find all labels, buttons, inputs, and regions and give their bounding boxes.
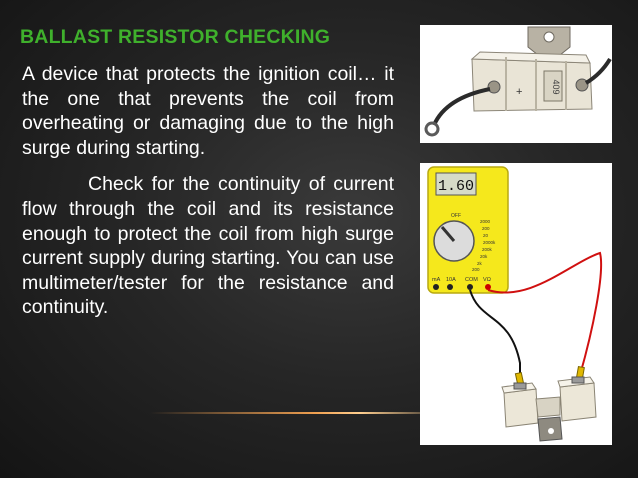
red-test-lead (487, 251, 603, 376)
port-label-com: COM (465, 277, 478, 283)
port-label-ma: mA (432, 277, 441, 283)
com-port (467, 284, 473, 290)
dial-label: 2k (477, 261, 483, 266)
v-ohm-port (485, 284, 491, 290)
meter-display-value: 1.60 (438, 178, 474, 195)
port-label-v-ohm: VΩ (483, 277, 491, 283)
multimeter-test-illustration: 1.60 OFF 2000 200 20 2000k 200k 20k 2k 2… (420, 163, 612, 445)
dial-label-off: OFF (451, 213, 461, 219)
paragraph-description: A device that protects the ignition coil… (22, 63, 394, 159)
resistor-label: 409 (551, 79, 561, 94)
ballast-resistor-photo: 409 + (420, 25, 612, 143)
slide-title: BALLAST RESISTOR CHECKING (20, 26, 331, 48)
dial-label: 20 (483, 233, 489, 238)
decorative-glow-line (150, 412, 450, 414)
slide-body: A device that protects the ignition coil… (22, 62, 394, 320)
port-label-10a: 10A (446, 277, 456, 283)
dial-label: 2000 (480, 219, 491, 224)
paragraph-check-instructions: Check for the continuity of current flow… (22, 173, 394, 319)
dial-label: 2000k (483, 240, 496, 245)
dial-label: 200k (482, 247, 493, 252)
dial-label: 200 (482, 226, 490, 231)
dial-label: 20k (480, 254, 488, 259)
dial-label: 200 (472, 267, 480, 272)
black-test-lead (469, 289, 521, 381)
svg-text:+: + (516, 86, 522, 98)
